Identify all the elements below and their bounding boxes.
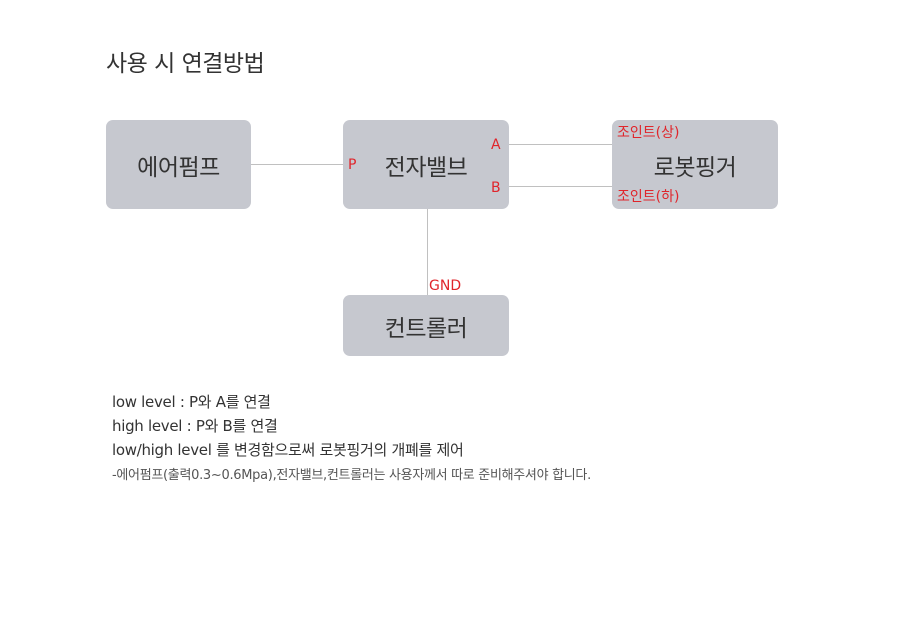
connector-valve-b-finger [509,186,612,187]
port-b-label: B [491,180,501,196]
solenoid-valve-label: 전자밸브 [384,154,468,181]
note-user-prepare: -에어펌프(출력0.3~0.6Mpa),전자밸브,컨트롤러는 사용자께서 따로 … [112,468,591,483]
controller-node: 컨트롤러 [343,295,509,356]
robot-finger-label: 로봇핑거 [653,154,737,181]
controller-label: 컨트롤러 [384,315,468,342]
joint-lower-label: 조인트(하) [617,189,680,205]
connector-valve-a-finger [509,144,612,145]
port-p-label: P [348,157,357,173]
robot-finger-node: 로봇핑거 [612,120,778,209]
solenoid-valve-node: 전자밸브 [343,120,509,209]
port-gnd-label: GND [429,278,462,294]
air-pump-label: 에어펌프 [137,154,220,181]
air-pump-node: 에어펌프 [106,120,251,209]
page-title: 사용 시 연결방법 [106,51,265,77]
connector-valve-controller [427,209,428,295]
note-high-level: high level : P와 B를 연결 [112,417,278,435]
notes-block: low level : P와 A를 연결 high level : P와 B를 … [112,390,591,488]
note-low-level: low level : P와 A를 연결 [112,393,271,411]
port-a-label: A [491,137,501,153]
joint-upper-label: 조인트(상) [617,125,680,141]
connector-pump-valve [251,164,343,165]
note-level-control: low/high level 를 변경함으로써 로봇핑거의 개폐를 제어 [112,441,464,459]
